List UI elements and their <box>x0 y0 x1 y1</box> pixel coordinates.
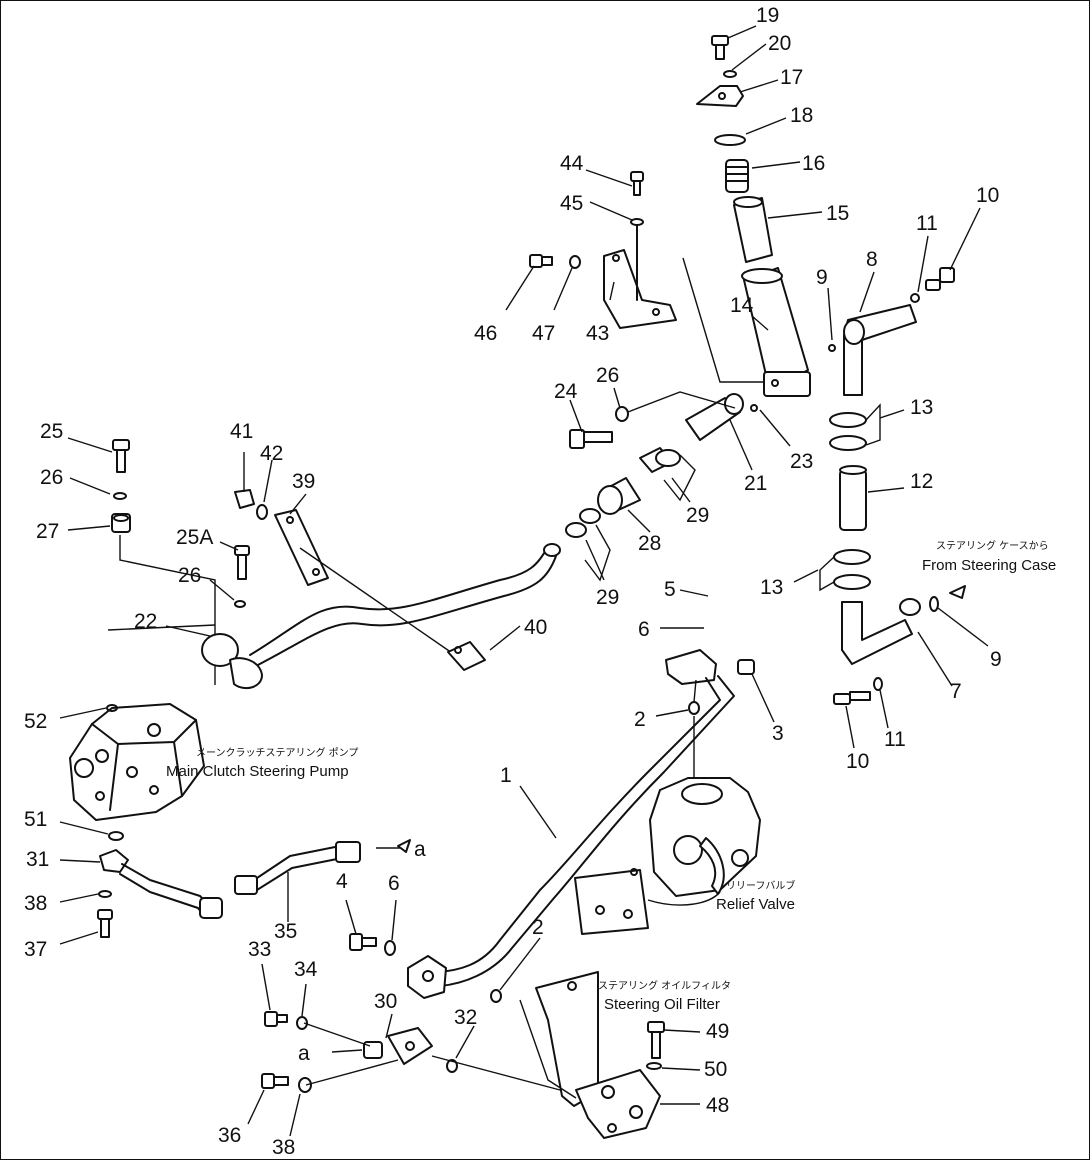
label-part-6-lower: 6 <box>388 872 400 895</box>
relief-valve <box>574 777 761 935</box>
label-part-4: 4 <box>336 870 348 893</box>
caption-pump-jp: メーンクラッチステアリング ポンプ <box>196 746 358 759</box>
label-part-44: 44 <box>560 152 584 175</box>
label-part-20: 20 <box>768 32 791 55</box>
label-part-31: 31 <box>26 848 49 871</box>
leader-lines <box>59 25 989 1137</box>
label-part-11-top: 11 <box>916 212 938 235</box>
filter-case <box>741 267 836 412</box>
label-part-11-lower: 11 <box>884 728 906 751</box>
label-part-a-left: a <box>298 1042 310 1065</box>
label-part-30: 30 <box>374 990 397 1013</box>
label-part-13-top: 13 <box>910 396 933 419</box>
label-part-36: 36 <box>218 1124 241 1147</box>
label-part-49: 49 <box>706 1020 729 1043</box>
caption-filter-jp: ステアリング オイルフィルタ <box>598 979 731 992</box>
main-clutch-steering-pump <box>69 703 205 841</box>
steering-oil-filter <box>519 971 665 1139</box>
label-part-2-lower: 2 <box>532 916 544 939</box>
label-part-50: 50 <box>704 1058 727 1081</box>
fitting-block <box>303 1022 561 1091</box>
drawing <box>59 25 989 1139</box>
label-part-38-bottom: 38 <box>272 1136 295 1159</box>
suction-pipe <box>201 543 561 690</box>
label-part-25a: 25A <box>176 526 213 549</box>
label-part-2-upper: 2 <box>634 708 646 731</box>
label-part-15: 15 <box>826 202 849 225</box>
caption-relief-jp: リリーフバルブ <box>726 879 795 892</box>
bracket <box>529 171 765 383</box>
label-part-46: 46 <box>474 322 497 345</box>
label-part-12: 12 <box>910 470 933 493</box>
label-part-48: 48 <box>706 1094 729 1117</box>
label-part-42: 42 <box>260 442 283 465</box>
label-part-5: 5 <box>664 578 676 601</box>
label-part-26-lower: 26 <box>178 564 201 587</box>
label-part-24: 24 <box>554 380 578 403</box>
label-part-45: 45 <box>560 192 583 215</box>
label-part-29-upper: 29 <box>686 504 709 527</box>
label-part-29-lower: 29 <box>596 586 619 609</box>
caption-pump-en: Main Clutch Steering Pump <box>166 763 349 780</box>
caption-steering-case-en: From Steering Case <box>922 557 1056 574</box>
label-part-27: 27 <box>36 520 59 543</box>
label-part-35: 35 <box>274 920 297 943</box>
label-part-3: 3 <box>772 722 784 745</box>
label-part-9-top: 9 <box>816 266 828 289</box>
label-part-43: 43 <box>586 322 609 345</box>
label-part-26-left: 26 <box>40 466 63 489</box>
caption-steering-case-jp: ステアリング ケースから <box>936 539 1049 552</box>
label-part-28: 28 <box>638 532 661 555</box>
label-part-10-top: 10 <box>976 184 999 207</box>
label-part-6-upper: 6 <box>638 618 650 641</box>
label-part-17: 17 <box>780 66 803 89</box>
label-part-21: 21 <box>744 472 767 495</box>
label-part-19: 19 <box>756 4 779 27</box>
filter-cap-assembly <box>696 35 773 263</box>
label-part-25: 25 <box>40 420 63 443</box>
label-part-13-lower: 13 <box>760 576 783 599</box>
part-labels: 19 20 17 18 16 15 44 45 10 11 8 9 14 46 … <box>24 4 1002 1159</box>
label-part-37: 37 <box>24 938 47 961</box>
caption-relief-en: Relief Valve <box>716 896 795 913</box>
label-part-51: 51 <box>24 808 47 831</box>
label-part-9-lower: 9 <box>990 648 1002 671</box>
label-part-18: 18 <box>790 104 813 127</box>
pipe-bracket <box>234 489 486 671</box>
label-part-38-left: 38 <box>24 892 47 915</box>
label-part-52: 52 <box>24 710 47 733</box>
label-part-39: 39 <box>292 470 315 493</box>
label-part-16: 16 <box>802 152 825 175</box>
small-fittings <box>261 659 755 1093</box>
caption-filter-en: Steering Oil Filter <box>604 996 720 1013</box>
label-part-32: 32 <box>454 1006 477 1029</box>
main-pipe <box>407 649 735 999</box>
return-line <box>819 267 966 705</box>
captions: ステアリング ケースから From Steering Case メーンクラッチス… <box>166 539 1056 1013</box>
label-part-10-lower: 10 <box>846 750 869 773</box>
label-part-22: 22 <box>134 610 157 633</box>
left-fasteners <box>107 439 250 685</box>
label-part-40: 40 <box>524 616 547 639</box>
label-part-1: 1 <box>500 764 512 787</box>
label-part-8: 8 <box>866 248 878 271</box>
label-part-a-right: a <box>414 838 426 861</box>
center-hoses <box>565 391 744 582</box>
label-part-7: 7 <box>950 680 962 703</box>
label-part-26-center: 26 <box>596 364 619 387</box>
label-part-47: 47 <box>532 322 555 345</box>
label-part-14: 14 <box>730 294 754 317</box>
label-part-41: 41 <box>230 420 253 443</box>
delivery-line <box>97 839 411 938</box>
label-part-34: 34 <box>294 958 318 981</box>
label-part-33: 33 <box>248 938 271 961</box>
label-part-23: 23 <box>790 450 813 473</box>
